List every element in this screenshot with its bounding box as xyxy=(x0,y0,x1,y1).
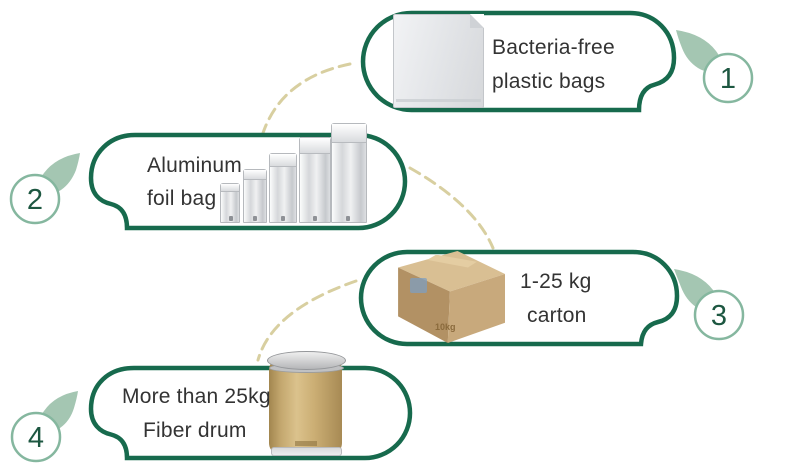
step-circle-1 xyxy=(702,52,754,104)
label-step-4-line2: Fiber drum xyxy=(143,419,247,442)
label-step-1: Bacteria-free plastic bags xyxy=(492,31,615,99)
drum-stamp xyxy=(295,441,317,446)
carton-shipping-mark xyxy=(410,278,427,293)
foil-bag-icon xyxy=(299,137,331,223)
aluminum-foil-bags-image xyxy=(218,122,367,223)
drum-base xyxy=(271,447,342,456)
foil-bag-small-icon xyxy=(220,183,240,223)
carton-box-image: 10kg xyxy=(397,251,505,343)
drum-body xyxy=(269,360,342,453)
foil-bag-icon xyxy=(243,169,267,223)
dashed-connector-1-2 xyxy=(261,62,352,135)
carton-weight-label: 10kg xyxy=(435,322,456,332)
fiber-drum-image xyxy=(267,351,346,456)
label-step-1-line2: plastic bags xyxy=(492,70,606,93)
label-step-3: 1-25 kg carton xyxy=(520,265,591,333)
step-circle-2 xyxy=(9,173,61,225)
dashed-connector-3-4 xyxy=(256,279,358,362)
step-number-1: 1 xyxy=(719,62,737,95)
step-circle-3 xyxy=(693,289,745,341)
dashed-connector-2-3 xyxy=(408,166,495,250)
plastic-bag-image xyxy=(393,14,484,108)
label-step-4: More than 25kg Fiber drum xyxy=(122,380,271,448)
label-step-2-line2: foil bag xyxy=(147,187,217,210)
label-step-1-line1: Bacteria-free xyxy=(492,36,615,59)
step-number-2: 2 xyxy=(26,183,44,216)
label-step-3-line2: carton xyxy=(527,304,587,327)
label-step-4-line1: More than 25kg xyxy=(122,385,271,408)
step-number-3: 3 xyxy=(710,299,728,332)
label-step-2-line1: Aluminum xyxy=(147,154,242,177)
step-number-4: 4 xyxy=(27,421,45,454)
label-step-2: Aluminum foil bag xyxy=(147,149,242,215)
step-circle-4 xyxy=(10,411,62,463)
label-step-3-line1: 1-25 kg xyxy=(520,270,592,293)
foil-bag-large-icon xyxy=(331,123,367,223)
drum-lid xyxy=(267,351,346,370)
foil-bag-icon xyxy=(269,153,297,223)
